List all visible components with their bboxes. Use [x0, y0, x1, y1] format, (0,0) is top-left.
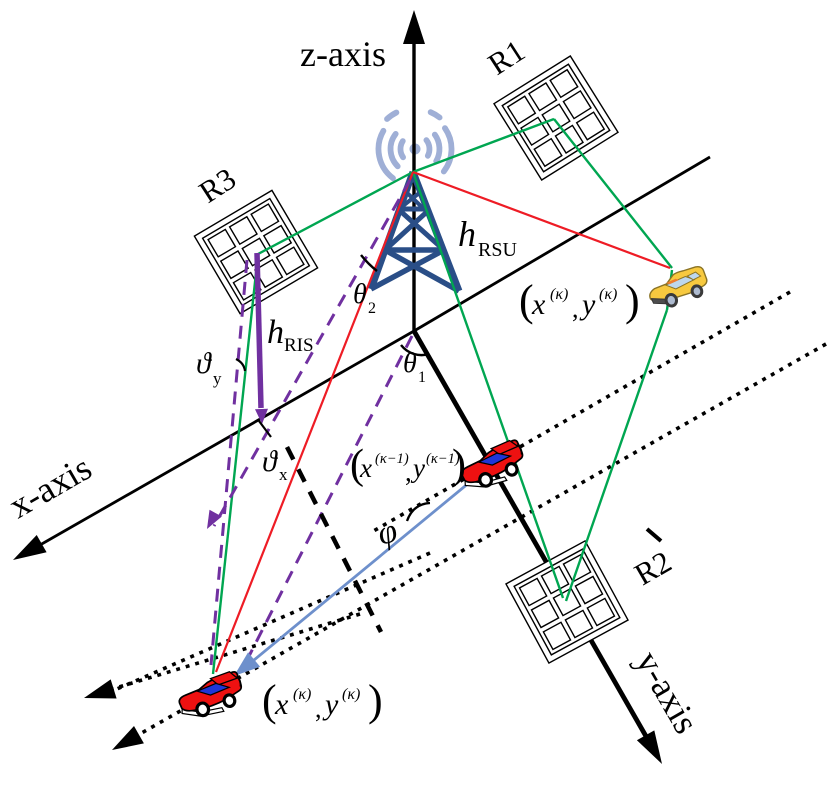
svg-text:x: x — [359, 453, 372, 483]
svg-text:(κ−1): (κ−1) — [375, 451, 409, 467]
svg-text:(κ): (κ) — [550, 286, 568, 303]
svg-text:x: x — [279, 465, 288, 484]
svg-text:θ: θ — [353, 279, 367, 310]
svg-text:(: ( — [262, 676, 277, 725]
svg-text:,: , — [572, 294, 579, 323]
svg-text:(κ): (κ) — [293, 686, 311, 703]
svg-text:RSU: RSU — [478, 239, 517, 261]
svg-text:y: y — [213, 369, 222, 388]
svg-text:1: 1 — [418, 369, 426, 386]
svg-text:ϑ: ϑ — [262, 445, 279, 478]
svg-text:y: y — [410, 453, 425, 483]
svg-text:ϑ: ϑ — [196, 347, 213, 380]
svg-text:(κ−1): (κ−1) — [426, 451, 460, 467]
svg-text:x: x — [531, 288, 546, 321]
svg-text:): ) — [368, 676, 383, 725]
svg-text:RIS: RIS — [284, 335, 314, 356]
svg-text:h: h — [267, 314, 284, 351]
svg-text:(: ( — [519, 276, 534, 325]
svg-text:): ) — [452, 442, 466, 488]
svg-text:(κ): (κ) — [599, 286, 617, 303]
svg-text:): ) — [625, 276, 640, 325]
svg-text:,: , — [405, 457, 412, 487]
svg-text:θ: θ — [403, 348, 417, 379]
svg-text:y: y — [579, 288, 596, 321]
svg-text:x: x — [274, 688, 289, 721]
svg-text:,: , — [315, 694, 322, 723]
svg-text:(: ( — [350, 442, 364, 488]
svg-text:(κ): (κ) — [342, 686, 360, 703]
svg-text:2: 2 — [368, 300, 376, 317]
svg-text:y: y — [322, 688, 339, 721]
svg-text:h: h — [458, 214, 476, 254]
svg-text:z-axis: z-axis — [300, 34, 386, 74]
